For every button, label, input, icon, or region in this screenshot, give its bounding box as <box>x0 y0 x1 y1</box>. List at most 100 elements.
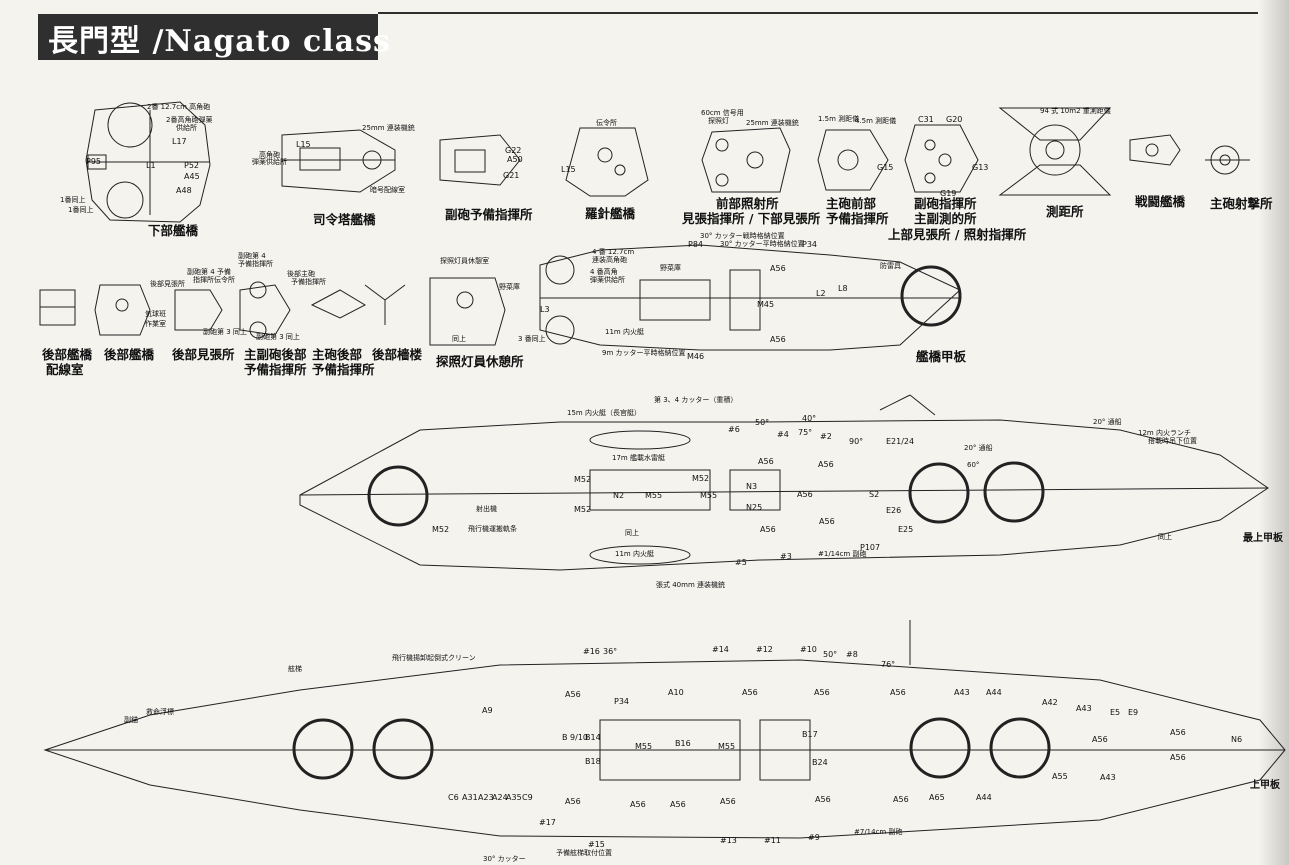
caption-aft-bridge: 後部艦橋 <box>104 347 155 362</box>
caption-secondary-director-1: 副砲指揮所 <box>914 196 977 211</box>
compartment-code: M52 <box>574 475 592 484</box>
compartment-code: A56 <box>565 690 581 699</box>
caption-secondary-reserve-director: 副砲予備指揮所 <box>445 207 533 222</box>
compartment-code: L2 <box>816 289 826 298</box>
caption-main-secondary-aft-reserve-2: 予備指揮所 <box>244 362 307 377</box>
compartment-code: M55 <box>635 742 653 751</box>
compartment-code: A56 <box>760 525 776 534</box>
note: 15m 内火艇（長官艇） <box>567 409 641 417</box>
caption-main-gun-director: 主砲射撃所 <box>1210 196 1273 211</box>
note: 副錨 <box>124 716 138 724</box>
note: 94 式 10m2 重測距儀 <box>1040 107 1111 115</box>
compartment-code: L17 <box>172 137 187 146</box>
compartment-code: A56 <box>742 688 758 697</box>
note: 予備指揮所 <box>238 260 273 268</box>
compartment-code: G20 <box>946 115 963 124</box>
compartment-code: A43 <box>1076 704 1092 713</box>
note: 副砲第 3 同上 <box>203 328 247 336</box>
main-forward-reserve-plan <box>818 130 888 190</box>
main-secondary-aft-reserve-plan <box>240 282 290 338</box>
note: 高角砲 <box>259 151 280 159</box>
compartment-code: A44 <box>976 793 992 802</box>
secondary-reserve-director-plan <box>440 135 520 185</box>
compartment-code: B17 <box>802 730 818 739</box>
rangefinder-plan <box>1000 108 1110 195</box>
compartment-code: L15 <box>561 165 576 174</box>
note: 4 番高角 <box>590 268 618 276</box>
compartment-code: C9 <box>522 793 533 802</box>
angle-mark: 75° <box>798 428 813 437</box>
note: 2番高角砲弾薬 <box>166 116 213 124</box>
compartment-code: B14 <box>585 733 601 742</box>
gun-mark: #2 <box>820 432 832 441</box>
note: 気球班 <box>145 310 166 318</box>
aft-lookout-plan <box>175 290 222 330</box>
note: 後部見張所 <box>150 280 185 288</box>
note: 4 番 12.7cm <box>592 248 635 256</box>
caption-main-aft-director-2: 予備指揮所 <box>312 362 375 377</box>
compartment-code: C31 <box>918 115 934 124</box>
gun-mark: #10 <box>800 645 817 654</box>
compartment-code: B16 <box>675 739 691 748</box>
compartment-code: P107 <box>860 543 881 552</box>
aft-mast-plan <box>365 285 405 325</box>
note: 副砲第 4 <box>238 252 266 260</box>
note: 予備指揮所 <box>291 278 326 286</box>
note: 1.5m 測距儀 <box>818 115 860 123</box>
note: 探照灯 <box>708 117 729 125</box>
gun-mark: #9 <box>808 833 820 842</box>
compartment-code: M55 <box>700 491 718 500</box>
note: 1番同上 <box>68 206 94 214</box>
compartment-code: A48 <box>176 186 192 195</box>
note: 予備舷梯取付位置 <box>556 849 612 857</box>
note: 60cm 信号用 <box>701 109 744 117</box>
gun-mark: #16 <box>583 647 600 656</box>
compartment-code: A45 <box>184 172 200 181</box>
compartment-code: A9 <box>482 706 493 715</box>
caption-secondary-director-2: 主副測的所 <box>914 211 977 226</box>
compartment-code: P34 <box>802 240 818 249</box>
compartment-code: N2 <box>613 491 625 500</box>
compartment-code: M52 <box>574 505 592 514</box>
caption-upper-deck: 上甲板 <box>1250 780 1280 791</box>
caption-upper-most-deck: 最上甲板 <box>1243 533 1283 544</box>
note: 25mm 連装機銃 <box>746 119 799 127</box>
battle-bridge-plan <box>1130 135 1180 165</box>
note: 副砲第 3 同上 <box>256 333 300 341</box>
note: 25mm 連装機銃 <box>362 124 415 132</box>
note: 同上 <box>625 529 639 537</box>
compartment-code: A50 <box>507 155 523 164</box>
note: 60° <box>967 461 980 469</box>
note: 射出機 <box>476 505 497 513</box>
compartment-code: G15 <box>877 163 894 172</box>
compartment-code: A42 <box>1042 698 1058 707</box>
caption-conning-tower-bridge: 司令塔艦橋 <box>313 212 376 227</box>
compartment-code: A56 <box>720 797 736 806</box>
page-title: 長門型 /Nagato class <box>48 24 391 59</box>
note: 張式 40mm 連装機銃 <box>656 581 725 589</box>
compartment-code: A55 <box>1052 772 1068 781</box>
compartment-code: A56 <box>1170 728 1186 737</box>
compartment-code: B24 <box>812 758 828 767</box>
angle-mark: 40° <box>802 414 817 423</box>
compartment-code: G19 <box>940 189 957 198</box>
note: 搭載時吊下位置 <box>1148 437 1197 445</box>
note: 連装高角砲 <box>592 256 627 264</box>
compartment-code: A56 <box>758 457 774 466</box>
gun-mark: #11 <box>764 836 781 845</box>
caption-forward-searchlight-2: 見張指揮所 / 下部見張所 <box>682 211 821 226</box>
note: 野菜庫 <box>660 264 681 272</box>
note: 暗号配線室 <box>370 186 405 194</box>
caption-searchlight-crew-rest: 探照灯員休憩所 <box>436 354 524 369</box>
note: 30° カッター戦時格納位置 <box>700 232 785 240</box>
compartment-code: A56 <box>890 688 906 697</box>
caption-main-forward-reserve-1: 主砲前部 <box>826 196 877 211</box>
note: 同上 <box>452 335 466 343</box>
compartment-code: N25 <box>746 503 763 512</box>
compartment-code: P84 <box>688 240 704 249</box>
compartment-code: A56 <box>815 795 831 804</box>
compartment-code: A10 <box>668 688 684 697</box>
compartment-code: A56 <box>814 688 830 697</box>
aft-bridge-wiring-plan <box>40 290 75 325</box>
angle-mark: 36° <box>603 647 618 656</box>
